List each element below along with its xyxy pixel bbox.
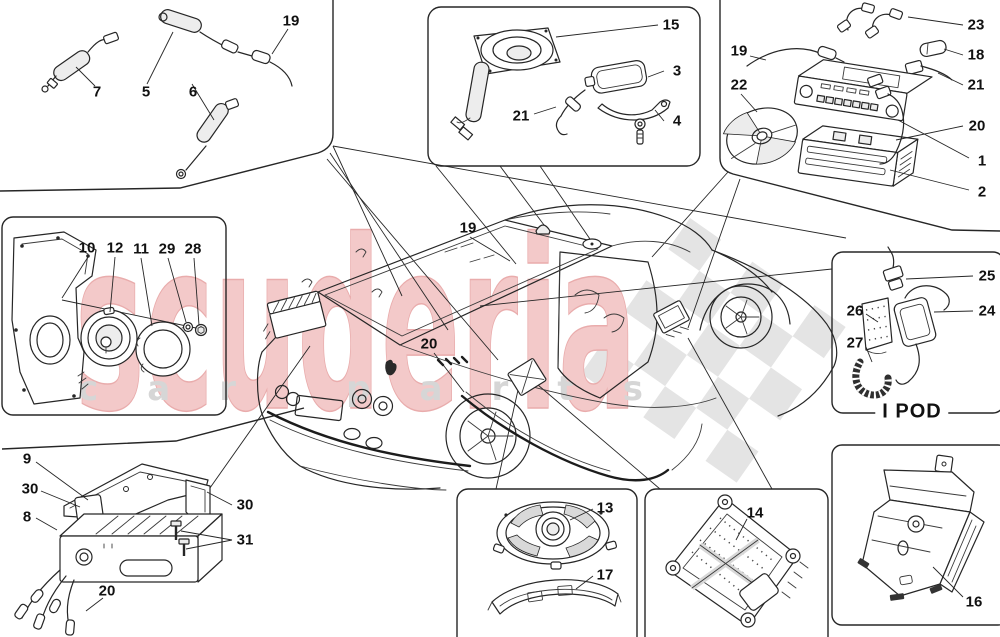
part-26-ipod-cradle bbox=[861, 297, 893, 355]
callout-19: 19 bbox=[730, 42, 748, 60]
assembly-axis bbox=[61, 299, 197, 329]
callout-10: 10 bbox=[78, 239, 96, 257]
part-25-ipod-connector bbox=[882, 246, 904, 291]
part-13-subwoofer bbox=[492, 501, 618, 570]
callout-2: 2 bbox=[977, 183, 987, 201]
car-sketch bbox=[256, 204, 838, 491]
part-18-connector bbox=[919, 39, 947, 58]
ipod-box-label: I POD bbox=[875, 400, 949, 424]
part-23-cables bbox=[836, 2, 904, 39]
callout-31: 31 bbox=[236, 531, 254, 549]
part-22-cd-disc bbox=[722, 107, 798, 165]
part-1-radio-head-unit bbox=[793, 59, 933, 122]
part-16-bracket bbox=[857, 454, 985, 601]
callout-20: 20 bbox=[420, 335, 438, 353]
part-24-ipod-module bbox=[893, 285, 950, 385]
callout-30: 30 bbox=[21, 480, 39, 498]
callout-29: 29 bbox=[158, 240, 176, 258]
callout-25: 25 bbox=[978, 267, 996, 285]
callout-11: 11 bbox=[133, 240, 149, 258]
callout-17: 17 bbox=[596, 566, 614, 584]
part-31-screws bbox=[170, 520, 190, 556]
callout-21: 21 bbox=[967, 76, 985, 94]
part-3-gps-antenna bbox=[584, 60, 648, 94]
part-12-door-speaker bbox=[77, 306, 138, 390]
part-17-subwoofer-shell bbox=[487, 579, 622, 615]
box-door-speaker-group bbox=[1, 216, 227, 416]
callout-5: 5 bbox=[141, 83, 151, 101]
callout-7: 7 bbox=[92, 83, 102, 101]
callout-20: 20 bbox=[968, 117, 986, 135]
part-19-antenna-cable bbox=[251, 49, 293, 87]
callout-20: 20 bbox=[98, 582, 116, 600]
part-14-amplifier-ecu bbox=[665, 494, 809, 628]
callout-28: 28 bbox=[184, 240, 202, 258]
prancing-horse-badge bbox=[385, 359, 397, 376]
part-21-antenna-lead bbox=[555, 89, 586, 136]
part-20-radio-harness bbox=[867, 73, 905, 165]
callout-6: 6 bbox=[188, 83, 198, 101]
checkered-flag-watermark bbox=[581, 218, 846, 483]
door-ecu-sketch bbox=[653, 300, 690, 338]
callout-26: 26 bbox=[846, 302, 864, 320]
box-bracket-group bbox=[831, 444, 1000, 626]
callout-19: 19 bbox=[282, 12, 300, 30]
callout-9: 9 bbox=[22, 450, 32, 468]
callout-1: 1 bbox=[977, 152, 987, 170]
box-amplifier-ecu-group bbox=[644, 488, 829, 637]
part-20-amp-cables bbox=[14, 569, 76, 636]
part-29-washer bbox=[182, 321, 194, 333]
callout-13: 13 bbox=[596, 499, 614, 517]
part-7-antenna-amplifier bbox=[41, 31, 119, 93]
callout-23: 23 bbox=[967, 16, 985, 34]
part-27-ipod-hose bbox=[852, 358, 892, 399]
leader-lines bbox=[161, 145, 847, 557]
part-28-nut bbox=[194, 323, 208, 337]
callout-8: 8 bbox=[22, 508, 32, 526]
callout-21: 21 bbox=[512, 107, 530, 125]
callout-12: 12 bbox=[106, 239, 124, 257]
box-roof-antenna-group bbox=[427, 6, 701, 167]
callout-14: 14 bbox=[746, 504, 764, 522]
part-19-aerial-cable bbox=[746, 45, 845, 67]
callout-24: 24 bbox=[978, 302, 996, 320]
part-6-antenna-booster bbox=[175, 98, 240, 180]
callout-4: 4 bbox=[672, 112, 682, 130]
part-4-antenna-bracket bbox=[597, 99, 671, 145]
callout-30: 30 bbox=[236, 496, 254, 514]
part-11-speaker-ring bbox=[135, 321, 191, 377]
callout-18: 18 bbox=[967, 46, 985, 64]
part-2-cd-changer bbox=[797, 125, 919, 187]
trunk-amplifier-sketch bbox=[263, 290, 327, 340]
callout-22: 22 bbox=[730, 76, 748, 94]
part-8-amplifier bbox=[59, 513, 223, 583]
callout-16: 16 bbox=[965, 593, 983, 611]
callout-15: 15 bbox=[662, 16, 680, 34]
roof-antenna-dome bbox=[535, 224, 551, 235]
box-subwoofer-group bbox=[456, 488, 638, 637]
part-10-door-bracket bbox=[11, 231, 97, 405]
shelf-ecu-sketch bbox=[507, 358, 547, 396]
part-15-speaker bbox=[450, 27, 561, 141]
callout-3: 3 bbox=[672, 62, 682, 80]
callout-19: 19 bbox=[459, 219, 477, 237]
callout-leaders bbox=[35, 16, 974, 612]
part-5-antenna-booster bbox=[158, 9, 253, 57]
callout-27: 27 bbox=[846, 334, 864, 352]
part-21-connector-cable bbox=[904, 59, 953, 81]
